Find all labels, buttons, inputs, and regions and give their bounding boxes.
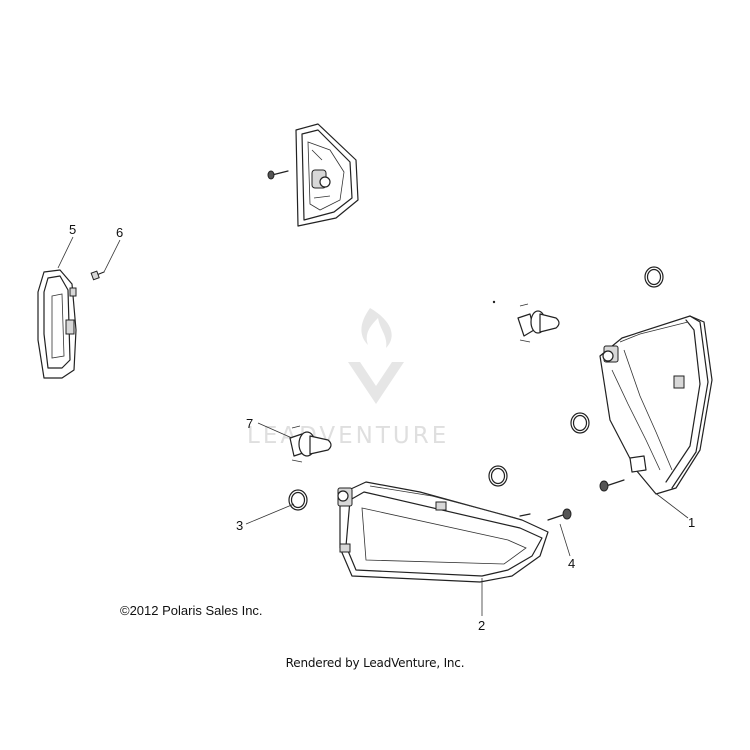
- side-marker-light: [37, 269, 77, 379]
- top-screw: [267, 170, 289, 180]
- seal-rings: [288, 266, 664, 511]
- callout-1: 1: [688, 515, 695, 530]
- headlight-screw: [599, 479, 625, 492]
- top-tail-lamp: [295, 123, 359, 227]
- callout-2: 2: [478, 618, 485, 633]
- callout-3: 3: [236, 518, 243, 533]
- bulb-7: [289, 425, 332, 463]
- callout-4: 4: [568, 556, 575, 571]
- rendered-by-text: Rendered by LeadVenture, Inc.: [285, 656, 465, 670]
- right-headlight: [599, 315, 713, 495]
- watermark-text: LEADVENTURE: [247, 423, 449, 449]
- watermark-logo: LEADVENTURE: [247, 308, 449, 449]
- small-screw: [90, 270, 105, 281]
- callout-6: 6: [116, 225, 123, 240]
- callout-7: 7: [246, 416, 253, 431]
- copyright-text: ©2012 Polaris Sales Inc.: [120, 603, 263, 618]
- screw-4: [547, 508, 572, 521]
- callout-5: 5: [69, 222, 76, 237]
- headlight-bulb-upper: [492, 300, 560, 343]
- leader-lines: [57, 236, 689, 616]
- callout-labels: 5 6 7 3 1 2 4: [69, 222, 695, 633]
- left-headlight: [337, 481, 549, 583]
